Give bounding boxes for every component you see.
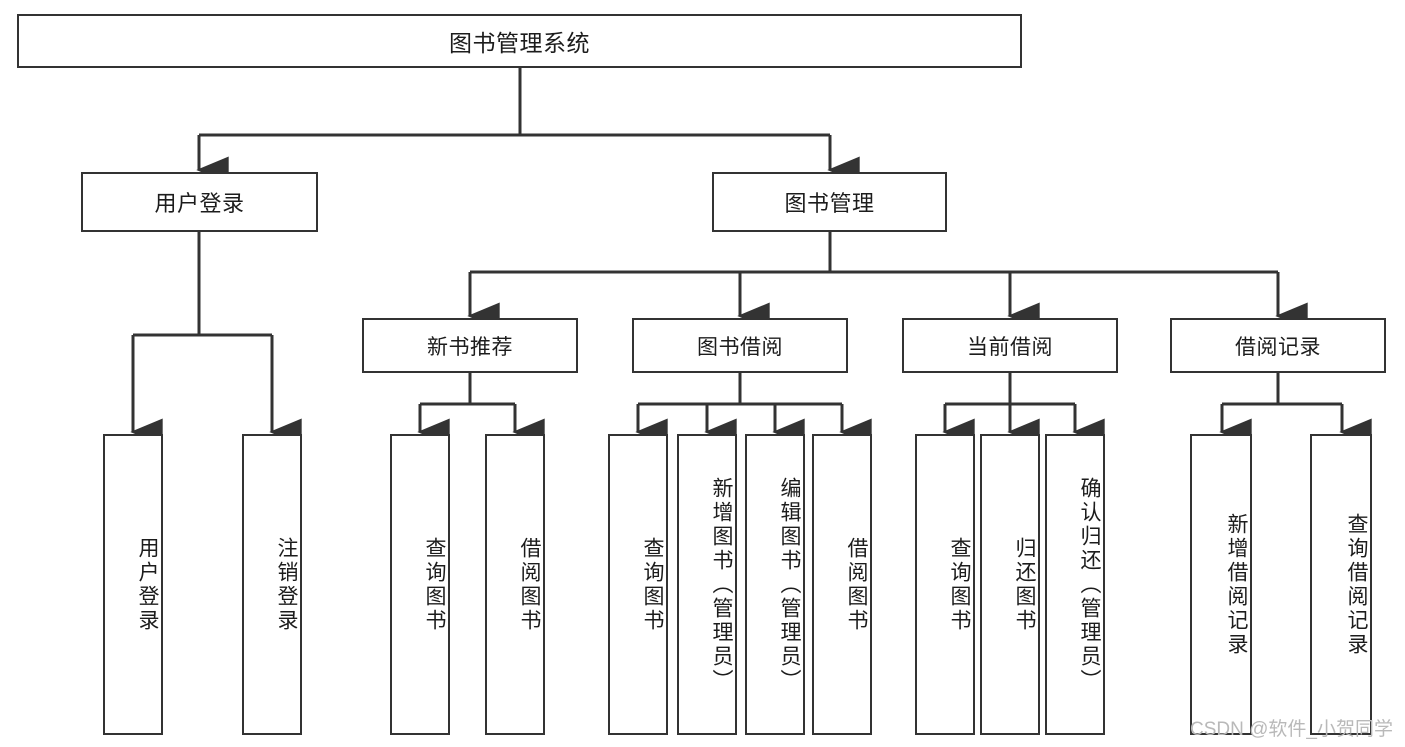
leaf-edit-book-admin[interactable]: 编辑图书（管理员）: [745, 434, 805, 735]
leaf-query-book-current[interactable]: 查询图书: [915, 434, 975, 735]
leaf-add-borrow-record[interactable]: 新增借阅记录: [1190, 434, 1252, 735]
leaf-return-book[interactable]: 归还图书: [980, 434, 1040, 735]
node-new-book-recommend[interactable]: 新书推荐: [362, 318, 578, 373]
leaf-borrow-book-borrow[interactable]: 借阅图书: [812, 434, 872, 735]
leaf-user-login[interactable]: 用户登录: [103, 434, 163, 735]
leaf-query-borrow-record[interactable]: 查询借阅记录: [1310, 434, 1372, 735]
csdn-watermark: CSDN @软件_小贺同学: [1190, 719, 1393, 740]
leaf-confirm-return-admin[interactable]: 确认归还（管理员）: [1045, 434, 1105, 735]
node-root-book-management-system[interactable]: 图书管理系统: [17, 14, 1022, 68]
leaf-query-book-borrow[interactable]: 查询图书: [608, 434, 668, 735]
node-borrow-record[interactable]: 借阅记录: [1170, 318, 1386, 373]
leaf-add-book-admin[interactable]: 新增图书（管理员）: [677, 434, 737, 735]
leaf-query-book-recommend[interactable]: 查询图书: [390, 434, 450, 735]
leaf-user-logout[interactable]: 注销登录: [242, 434, 302, 735]
node-book-borrow[interactable]: 图书借阅: [632, 318, 848, 373]
node-current-borrow[interactable]: 当前借阅: [902, 318, 1118, 373]
leaf-borrow-book-recommend[interactable]: 借阅图书: [485, 434, 545, 735]
node-book-management[interactable]: 图书管理: [712, 172, 947, 232]
node-user-login[interactable]: 用户登录: [81, 172, 318, 232]
